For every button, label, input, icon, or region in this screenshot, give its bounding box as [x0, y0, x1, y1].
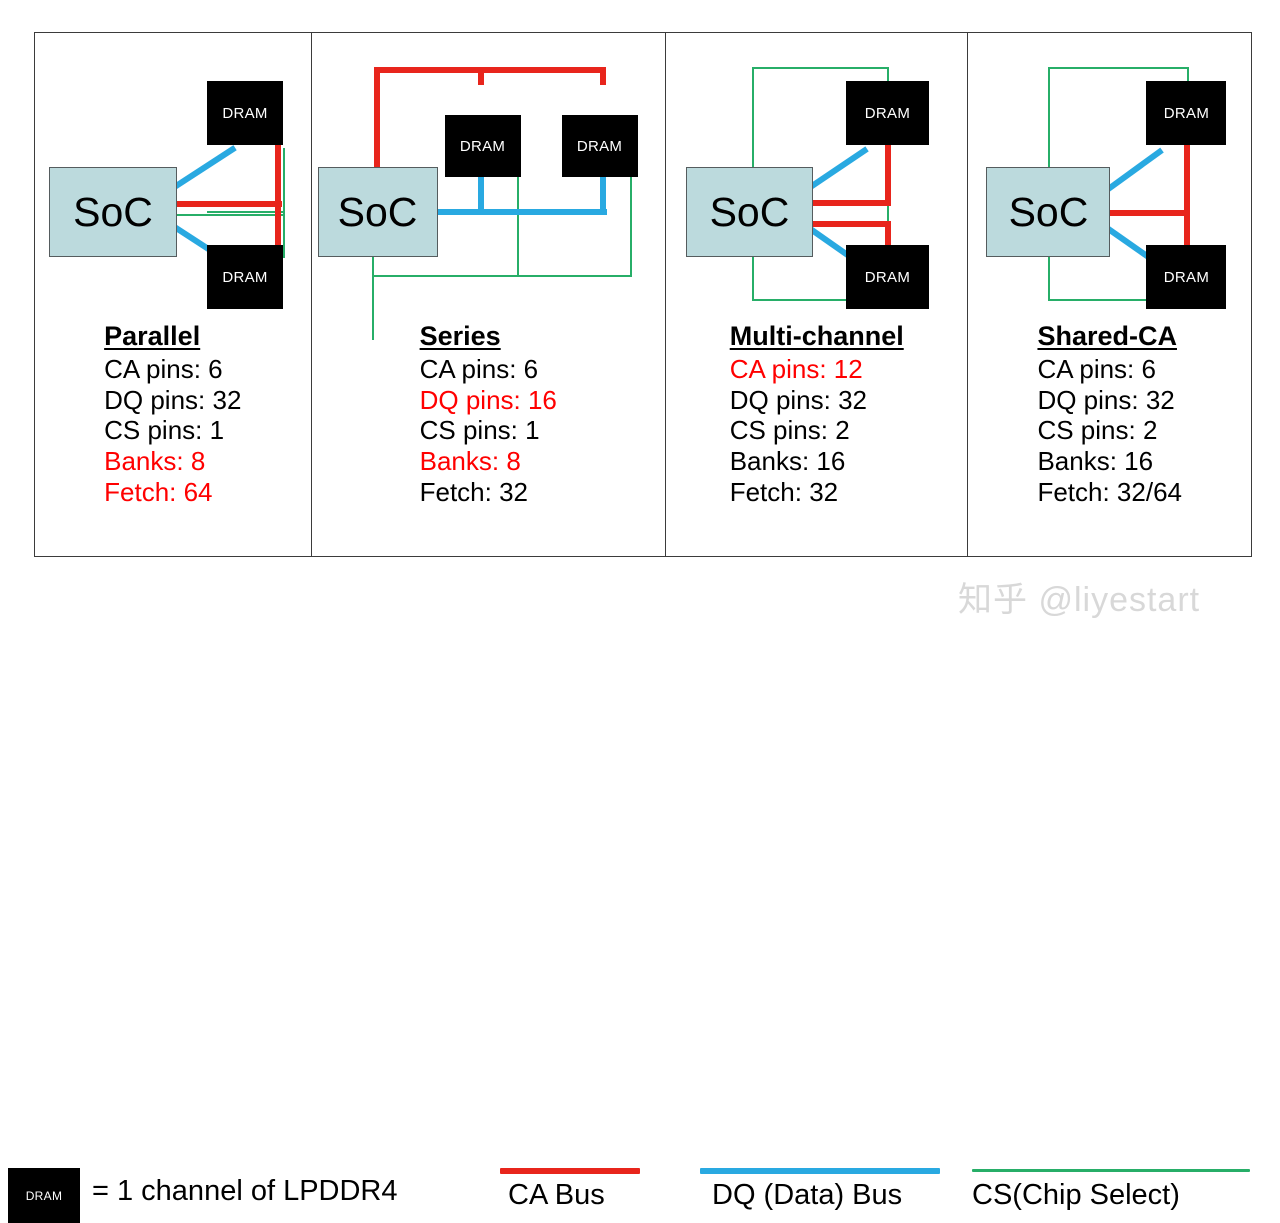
spec-ca-pins: CA pins: 6	[104, 353, 223, 384]
spec-dq-pins: DQ pins: 16	[419, 384, 557, 415]
dram-label: DRAM	[576, 137, 623, 155]
soc-block: SoC	[317, 167, 438, 257]
dram-block-bottom: DRAM	[845, 245, 929, 309]
shared-ca-caption: Shared-CA CA pins: 6 DQ pins: 32 CS pins…	[968, 321, 1251, 507]
panel-parallel: SoC DRAM DRAM Parallel CA pins: 6 DQ pin…	[35, 33, 312, 556]
spec-banks: Banks: 8	[104, 445, 206, 476]
dram-label: DRAM	[864, 268, 911, 286]
spec-ca-pins: CA pins: 6	[1037, 353, 1156, 384]
legend-dq-label: DQ (Data) Bus	[712, 1179, 903, 1211]
spec-ca-pins: CA pins: 6	[419, 353, 539, 384]
ca-wire-v-soc	[373, 67, 380, 169]
spec-ca-pins: CA pins: 12	[729, 353, 863, 384]
multi-channel-caption: Multi-channel CA pins: 12 DQ pins: 32 CS…	[666, 321, 968, 507]
dram-label: DRAM	[222, 268, 268, 286]
legend-dram-meaning: = 1 channel of LPDDR4	[92, 1175, 398, 1207]
series-diagram: SoC DRAM DRAM	[312, 33, 665, 340]
legend-ca-label: CA Bus	[508, 1179, 605, 1211]
legend-dram-label: DRAM	[25, 1188, 63, 1203]
dq-wire-upper	[807, 146, 869, 191]
soc-label: SoC	[337, 188, 418, 235]
soc-label: SoC	[73, 188, 153, 235]
ca-wire-h	[1108, 210, 1189, 216]
dram-label: DRAM	[864, 104, 911, 122]
cs-wire-v-dram2	[629, 145, 632, 276]
cs-wire-h-top	[1048, 67, 1190, 69]
series-caption: Series CA pins: 6 DQ pins: 16 CS pins: 1…	[312, 321, 665, 507]
panel-shared-ca: SoC DRAM DRAM Shared-CA CA pins: 6 DQ pi…	[968, 33, 1251, 556]
spec-cs-pins: CS pins: 2	[729, 415, 850, 446]
soc-label: SoC	[709, 188, 790, 235]
dq-wire-upper	[171, 145, 237, 191]
cs-wire-h-top	[751, 67, 889, 69]
spec-dq-pins: DQ pins: 32	[1037, 384, 1175, 415]
ca-bus-swatch	[500, 1168, 640, 1174]
dram-block-right: DRAM	[561, 115, 638, 177]
dram-label: DRAM	[459, 137, 506, 155]
cs-wire-h-bottom	[751, 299, 889, 301]
dram-block-top: DRAM	[1146, 81, 1227, 145]
ca-wire-h-top	[810, 200, 891, 206]
spec-cs-pins: CS pins: 2	[1037, 415, 1158, 446]
topology-title: Multi-channel	[729, 321, 904, 351]
topology-title: Shared-CA	[1037, 321, 1177, 351]
multi-channel-diagram: SoC DRAM DRAM	[666, 33, 968, 311]
ca-wire-h	[175, 201, 282, 207]
spec-cs-pins: CS pins: 1	[104, 415, 225, 446]
spec-banks: Banks: 8	[419, 445, 521, 476]
panel-multi-channel: SoC DRAM DRAM Multi-channel CA pins: 12 …	[666, 33, 969, 556]
spec-dq-pins: DQ pins: 32	[729, 384, 868, 415]
ca-wire-v	[1184, 143, 1191, 253]
shared-ca-diagram: SoC DRAM DRAM	[968, 33, 1251, 311]
cs-bus-swatch	[972, 1169, 1250, 1172]
ca-wire-h-bottom	[810, 221, 891, 227]
topology-title: Series	[419, 321, 501, 351]
dram-block-top: DRAM	[845, 81, 929, 145]
dram-block-left: DRAM	[444, 115, 521, 177]
dq-wire-v-dram1	[477, 145, 484, 213]
cs-wire-h	[175, 214, 285, 216]
dram-block-top: DRAM	[207, 81, 283, 145]
dram-label: DRAM	[1163, 104, 1210, 122]
dram-block-bottom: DRAM	[207, 245, 283, 309]
legend-dram-icon: DRAM	[8, 1168, 80, 1223]
ca-wire-v-bottom	[884, 221, 891, 253]
ca-wire-h-top	[373, 67, 606, 73]
topology-comparison-table: SoC DRAM DRAM Parallel CA pins: 6 DQ pin…	[34, 32, 1252, 557]
ca-wire-v	[275, 139, 281, 249]
legend-cs-label: CS(Chip Select)	[972, 1179, 1180, 1211]
dq-wire-upper	[1105, 147, 1165, 193]
spec-fetch: Fetch: 32	[729, 476, 839, 507]
parallel-diagram: SoC DRAM DRAM	[35, 33, 311, 311]
cs-wire-v-soc	[371, 255, 374, 340]
spec-banks: Banks: 16	[729, 445, 846, 476]
ca-wire-v-top	[884, 143, 891, 203]
spec-dq-pins: DQ pins: 32	[104, 384, 242, 415]
soc-block: SoC	[49, 167, 177, 257]
panel-series: SoC DRAM DRAM Series CA pins: 6 DQ pins:…	[312, 33, 666, 556]
spec-banks: Banks: 16	[1037, 445, 1154, 476]
ca-wire-v-dram1	[477, 67, 484, 85]
dq-bus-swatch	[700, 1168, 940, 1174]
dram-label: DRAM	[1163, 268, 1210, 286]
dram-block-bottom: DRAM	[1146, 245, 1227, 309]
soc-block: SoC	[685, 167, 813, 257]
spec-fetch: Fetch: 32/64	[1037, 476, 1182, 507]
soc-label: SoC	[1008, 188, 1089, 235]
cs-wire-h-bottom	[1048, 299, 1190, 301]
spec-fetch: Fetch: 64	[104, 476, 213, 507]
dq-wire-v-dram2	[599, 145, 606, 213]
ca-wire-v-dram2	[599, 67, 606, 85]
dq-wire-h	[431, 209, 607, 215]
cs-wire-v	[283, 148, 285, 258]
cs-wire-h2	[207, 211, 285, 213]
legend: DRAM = 1 channel of LPDDR4 CA Bus DQ (Da…	[0, 575, 1280, 1223]
topology-title: Parallel	[104, 321, 201, 351]
dram-label: DRAM	[222, 104, 268, 122]
soc-block: SoC	[986, 167, 1111, 257]
spec-cs-pins: CS pins: 1	[419, 415, 540, 446]
spec-fetch: Fetch: 32	[419, 476, 529, 507]
parallel-caption: Parallel CA pins: 6 DQ pins: 32 CS pins:…	[35, 321, 311, 507]
cs-wire-h-bottom	[371, 275, 632, 277]
